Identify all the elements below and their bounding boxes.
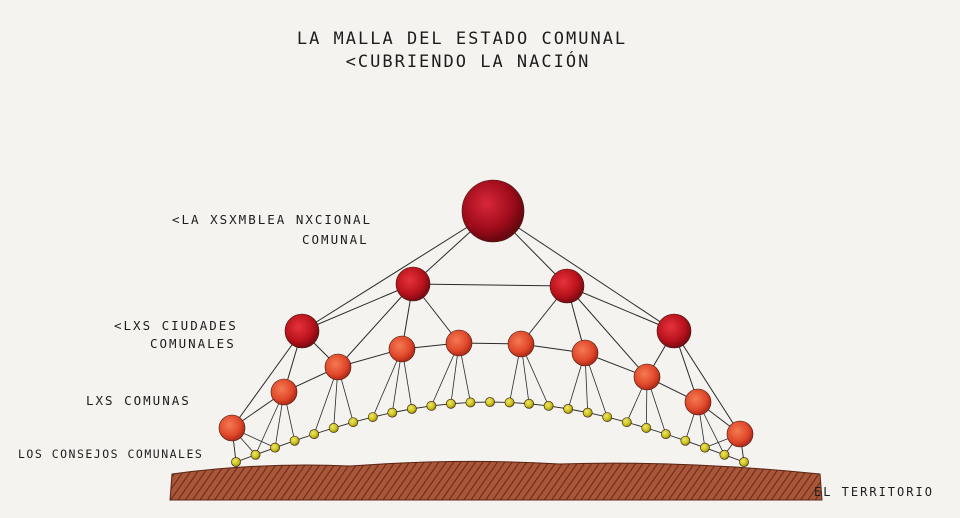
consejo-comunal-node bbox=[387, 407, 398, 418]
consejo-comunal-node bbox=[582, 407, 593, 418]
consejo-comunal-node bbox=[289, 435, 300, 446]
network-link bbox=[231, 330, 303, 429]
consejo-comunal-node bbox=[504, 397, 515, 408]
consejo-comunal-node bbox=[621, 417, 632, 428]
network-link bbox=[566, 285, 675, 332]
consejo-comunal-node bbox=[485, 397, 495, 407]
consejo-comunal-node bbox=[700, 442, 710, 453]
comuna-node bbox=[507, 330, 535, 358]
consejo-comunal-node bbox=[270, 442, 280, 453]
network-link bbox=[566, 285, 648, 378]
label-ciudades: <LXS CIUDADES bbox=[114, 318, 238, 333]
consejo-comunal-node bbox=[367, 412, 378, 422]
territory-ground bbox=[169, 460, 823, 501]
comuna-node bbox=[445, 329, 473, 357]
consejo-comunal-node bbox=[309, 429, 320, 440]
consejo-comunal-node bbox=[250, 449, 261, 460]
title-line-2: <CUBRIENDO LA NACIÓN bbox=[346, 50, 591, 72]
comuna-node bbox=[218, 414, 246, 442]
consejo-comunal-node bbox=[524, 398, 534, 409]
consejo-comunal-node bbox=[348, 417, 359, 428]
consejo-comunal-node bbox=[660, 429, 671, 440]
consejo-comunal-node bbox=[739, 457, 749, 467]
network-link bbox=[673, 330, 741, 435]
network-arc bbox=[231, 342, 741, 435]
consejo-comunal-node bbox=[563, 403, 574, 414]
ciudad-comunal-node bbox=[395, 266, 431, 302]
label-asamblea-comunal: COMUNAL bbox=[302, 232, 369, 247]
consejo-comunal-node bbox=[602, 412, 613, 422]
comuna-node bbox=[388, 335, 416, 363]
consejo-comunal-node bbox=[465, 397, 476, 408]
ciudad-comunal-node bbox=[656, 313, 692, 349]
label-ciudades-comunales: COMUNALES bbox=[150, 336, 236, 351]
comuna-node bbox=[270, 378, 298, 406]
network-link bbox=[492, 210, 675, 332]
comuna-node bbox=[324, 353, 352, 381]
consejo-comunal-node bbox=[406, 403, 417, 414]
label-comunas: LXS COMUNAS bbox=[86, 393, 191, 408]
consejo-comunal-node bbox=[719, 449, 730, 460]
label-territorio: EL TERRITORIO bbox=[814, 485, 934, 499]
consejo-comunal-node bbox=[231, 457, 241, 467]
network-link bbox=[301, 283, 414, 332]
network-link bbox=[301, 210, 494, 332]
consejo-comunal-node bbox=[543, 400, 554, 411]
comuna-node bbox=[684, 388, 712, 416]
consejo-comunal-node bbox=[446, 398, 456, 409]
network-link bbox=[337, 283, 414, 368]
asamblea-nacional-node bbox=[461, 179, 525, 243]
consejo-comunal-node bbox=[641, 423, 652, 433]
consejo-comunal-node bbox=[426, 400, 437, 411]
consejo-comunal-node bbox=[328, 423, 339, 433]
ciudad-comunal-node bbox=[284, 313, 320, 349]
comuna-node bbox=[633, 363, 661, 391]
network-nodes bbox=[218, 179, 754, 467]
label-asamblea-nacional: <LA XSXMBLEA NXCIONAL bbox=[172, 212, 372, 227]
consejo-comunal-node bbox=[680, 435, 691, 446]
ciudad-comunal-node bbox=[549, 268, 585, 304]
title-line-1: LA MALLA DEL ESTADO COMUNAL bbox=[297, 29, 627, 49]
label-consejos-comunales: LOS CONSEJOS COMUNALES bbox=[18, 447, 203, 461]
network-link bbox=[412, 283, 568, 287]
comuna-node bbox=[726, 420, 754, 448]
comuna-node bbox=[571, 339, 599, 367]
